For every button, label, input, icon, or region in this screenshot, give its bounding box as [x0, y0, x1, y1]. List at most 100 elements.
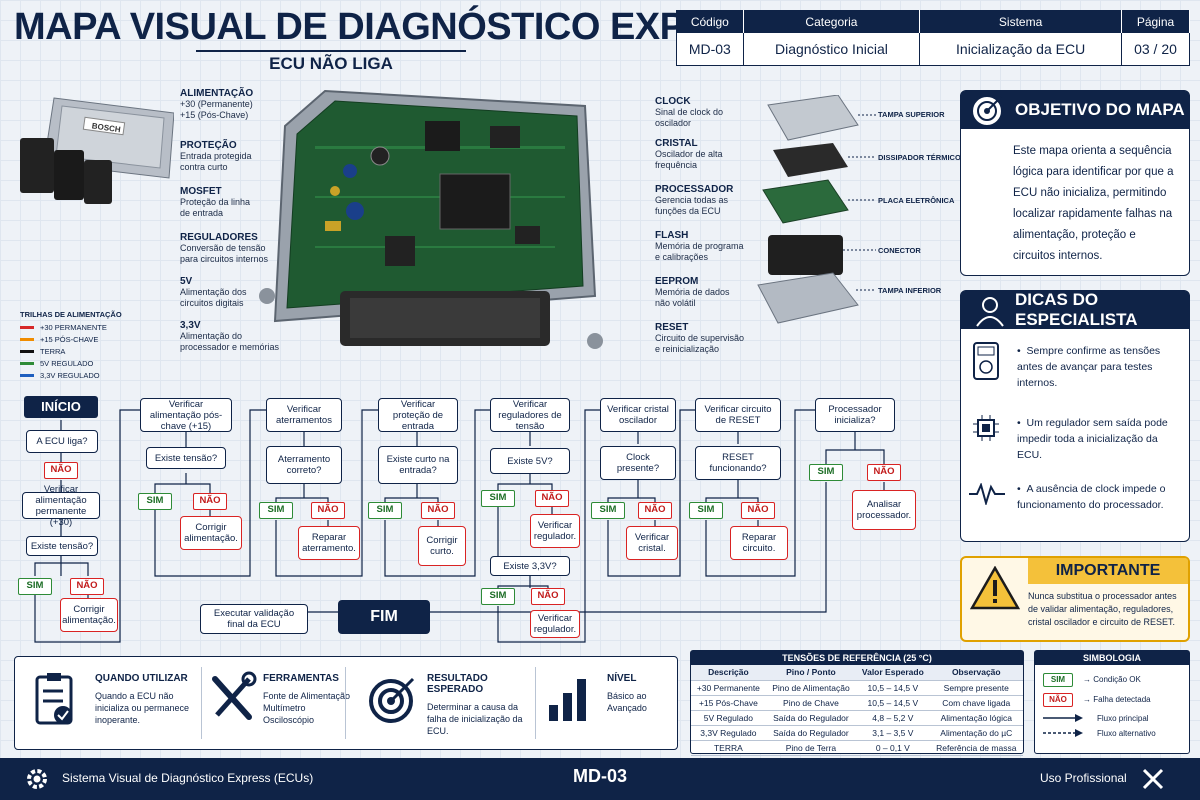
- info-col: Categoria: [743, 10, 921, 33]
- legend-item: TERRA: [20, 347, 138, 356]
- flow-fix: Reparar aterramento.: [298, 526, 360, 560]
- tip-item: • Sempre confirme as tensões antes de av…: [1017, 345, 1161, 389]
- legend-label: 5V REGULADO: [40, 359, 94, 368]
- ref-cell: Saída do Regulador: [765, 725, 857, 741]
- legend-item: +15 PÓS-CHAVE: [20, 335, 138, 344]
- flow-question: RESET funcionando?: [695, 446, 781, 480]
- checklist-icon: [35, 673, 73, 725]
- flow-question: Clock presente?: [600, 446, 676, 480]
- ref-cell: +30 Permanente: [691, 680, 766, 696]
- flow-no-badge: NÃO: [535, 490, 569, 507]
- ref-cell: Pino de Alimentação: [765, 680, 857, 696]
- tip-item: • Um regulador sem saída pode impedir to…: [1017, 417, 1168, 461]
- symb-label: → Condição OK: [1083, 675, 1141, 684]
- flow-yes-badge: SIM: [368, 502, 402, 519]
- flow-step: Processador inicializa?: [815, 398, 895, 432]
- exploded-label: TAMPA INFERIOR: [878, 286, 942, 295]
- flow-fix: Corrigir alimentação.: [60, 598, 118, 632]
- flow-fix: Corrigir alimentação.: [180, 516, 242, 550]
- ecu-board-image: [259, 89, 603, 349]
- expert-icon: [976, 297, 1004, 327]
- legend-item: 3,3V REGULADO: [20, 371, 138, 380]
- flow-step: Verificar reguladores de tensão: [490, 398, 570, 432]
- flow-connectors: [34, 409, 885, 643]
- flow-arrows-icon: [1043, 714, 1083, 737]
- objective-text: Este mapa orienta a sequência lógica par…: [1013, 145, 1174, 262]
- flow-no-badge: NÃO: [311, 502, 345, 519]
- symb-nao-badge: NÃO: [1043, 693, 1073, 707]
- flow-yes-badge: SIM: [689, 502, 723, 519]
- legend-swatch: [20, 326, 34, 329]
- ref-cell: Saída do Regulador: [765, 710, 857, 726]
- symb-title: SIMBOLOGIA: [1035, 651, 1189, 665]
- tag-alimentacao: ALIMENTAÇÃO+30 (Permanente) +15 (Pós-Cha…: [180, 88, 254, 120]
- important-panel: IMPORTANTE Nunca substitua o processador…: [960, 556, 1190, 642]
- ecu-brand-label: BOSCH: [91, 121, 121, 134]
- legend-swatch: [20, 374, 34, 377]
- legend-title: TRILHAS DE ALIMENTAÇÃO: [20, 310, 122, 319]
- result-target-icon: [369, 677, 415, 723]
- ref-cell: 3,1 – 3,5 V: [856, 725, 930, 741]
- tools-footer-icon: [1142, 768, 1164, 790]
- flow-fix: Corrigir curto.: [418, 526, 466, 566]
- warning-icon: [970, 566, 1020, 610]
- info-val: Inicialização da ECU: [919, 32, 1123, 66]
- objective-panel: OBJETIVO DO MAPA Este mapa orienta a seq…: [960, 90, 1190, 276]
- flow-fix: Verificar regulador.: [530, 514, 580, 548]
- exploded-label: CONECTOR: [878, 246, 921, 255]
- important-title: IMPORTANTE: [1028, 558, 1188, 584]
- flow-no-badge: NÃO: [638, 502, 672, 519]
- flow-fix: Reparar circuito.: [730, 526, 788, 560]
- flow-no-badge: NÃO: [193, 493, 227, 510]
- objective-title: OBJETIVO DO MAPA: [961, 91, 1189, 129]
- footer-right: Uso Profissional: [1040, 771, 1127, 785]
- flow-step: Verificar alimentação pós-chave (+15): [140, 398, 232, 432]
- ref-title: TENSÕES DE REFERÊNCIA (25 °C): [691, 651, 1023, 665]
- legend-item: +30 PERMANENTE: [20, 323, 138, 332]
- ref-cell: TERRA: [691, 740, 766, 756]
- ref-col: Observação: [929, 665, 1023, 681]
- footer-bar: Sistema Visual de Diagnóstico Express (E…: [0, 758, 1200, 800]
- legend-item: 5V REGULADO: [20, 359, 138, 368]
- flow-yes-badge: SIM: [138, 493, 172, 510]
- ref-cell: Pino de Terra: [765, 740, 857, 756]
- ecu-module-image: BOSCH: [20, 97, 174, 204]
- chip-icon: [973, 415, 999, 441]
- exploded-view-image: [757, 95, 876, 324]
- flow-no-badge: NÃO: [70, 578, 104, 595]
- flow-no-badge: NÃO: [741, 502, 775, 519]
- footer-left: Sistema Visual de Diagnóstico Express (E…: [62, 771, 314, 785]
- flow-end: FIM: [338, 600, 430, 634]
- legend-label: +15 PÓS-CHAVE: [40, 335, 99, 344]
- tip-item: • A ausência de clock impede o funcionam…: [1017, 483, 1166, 511]
- info-val: MD-03: [676, 32, 744, 66]
- ref-cell: Sempre presente: [929, 680, 1023, 696]
- flow-question: Existe curto na entrada?: [378, 446, 458, 484]
- exploded-label: PLACA ELETRÔNICA: [878, 196, 955, 205]
- ref-cell: 10,5 – 14,5 V: [856, 680, 930, 696]
- symb-label: Fluxo principal: [1097, 714, 1149, 723]
- flow-question: Existe 3,3V?: [490, 556, 570, 576]
- flow-fix: Verificar cristal.: [626, 526, 678, 560]
- ref-cell: 5V Regulado: [691, 710, 766, 726]
- footer-code: MD-03: [572, 766, 627, 786]
- info-col: Página: [1121, 10, 1190, 33]
- ref-col: Valor Esperado: [856, 665, 930, 681]
- ref-cell: Pino de Chave: [765, 695, 857, 711]
- ref-cell: +15 Pós-Chave: [691, 695, 766, 711]
- info-val: Diagnóstico Inicial: [743, 32, 921, 66]
- flow-question: Existe tensão?: [146, 447, 226, 469]
- flow-step: Verificar alimentação permanente (+30): [22, 484, 100, 528]
